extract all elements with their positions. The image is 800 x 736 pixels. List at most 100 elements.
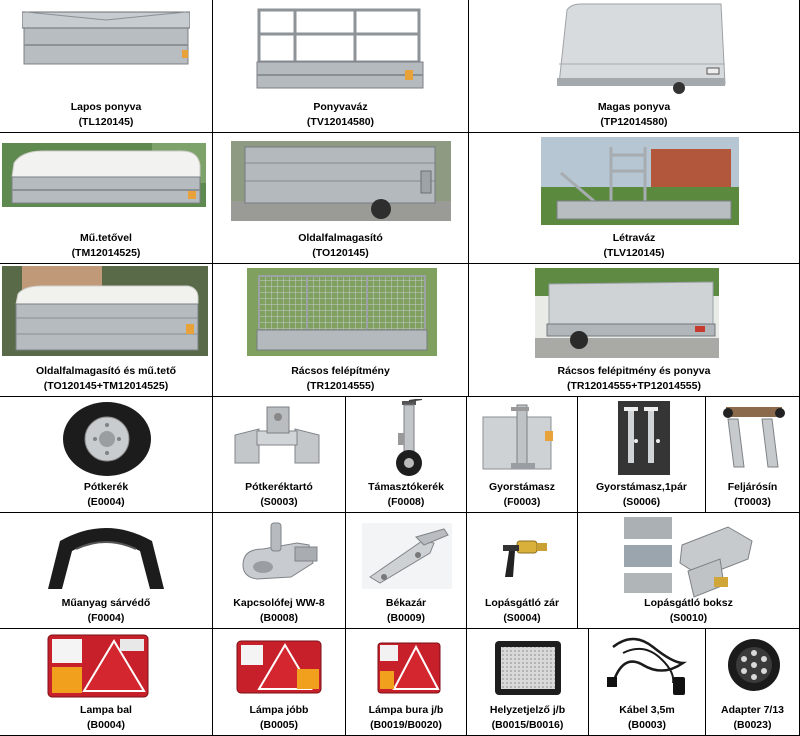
product-name: Magas ponyva: [597, 101, 671, 113]
product-code: (TR12014555): [306, 380, 375, 392]
flat-tarp-trailer-icon: [22, 6, 190, 68]
product-name: Feljárósín: [727, 481, 778, 493]
adapter-icon: [726, 635, 782, 695]
product-name: Kábel 3,5m: [619, 704, 675, 716]
product-name: Oldalfalmagasító és mű.tető: [35, 365, 177, 377]
product-code: (B0005): [260, 719, 298, 731]
product-cell-spare-wheel: Pótkerék (E0004): [0, 397, 213, 513]
jockey-wheel-icon: [384, 399, 432, 477]
product-cell-right-lamp: Lámpa jóbb (B0005): [213, 629, 346, 736]
product-cell-extension-lid: Oldalfalmagasító és mű.tető (TO120145+TM1…: [0, 264, 213, 397]
product-code: (TV12014580): [306, 116, 375, 128]
product-name: Adapter 7/13: [720, 704, 785, 716]
product-cell-cable: Kábel 3,5m (B0003): [589, 629, 706, 736]
cable-icon: [603, 633, 689, 699]
product-cell-flat-tarp: Lapos ponyva (TL120145): [0, 0, 213, 133]
product-code: (TL120145): [78, 116, 134, 128]
product-code: (B0009): [387, 612, 425, 624]
product-name: Lapos ponyva: [70, 101, 142, 113]
product-name: Lámpa jóbb: [249, 704, 309, 716]
anti-theft-box-icon: [624, 515, 754, 599]
product-cell-side-extension: Oldalfalmagasító (TO120145): [213, 133, 469, 264]
loading-ramp-icon: [718, 407, 788, 469]
ladder-rack-trailer-icon: [541, 137, 739, 225]
product-name: Mű.tetővel: [80, 232, 132, 244]
position-marker-icon: [493, 637, 563, 699]
tarp-frame-trailer-icon: [255, 4, 427, 92]
product-code: (B0015/B0016): [491, 719, 564, 731]
product-code: (B0019/B0020): [370, 719, 442, 731]
product-cell-plastic-mudguard: Műanyag sárvédő (F0004): [0, 513, 213, 629]
product-code: (TM12014525): [71, 247, 141, 259]
product-cell-adapter: Adapter 7/13 (B0023): [706, 629, 800, 736]
lamp-cover-icon: [376, 641, 442, 695]
product-cell-high-tarp: Magas ponyva (TP12014580): [469, 0, 800, 133]
product-name: Lámpa bura j/b: [368, 704, 444, 716]
side-extension-trailer-icon: [231, 141, 451, 221]
quick-support-icon: [481, 403, 563, 473]
product-name: Pótkerék: [83, 481, 129, 493]
product-name: Békazár: [385, 597, 427, 609]
anti-theft-lock-icon: [499, 537, 549, 579]
product-name: Helyzetjelző j/b: [489, 704, 566, 716]
product-code: (B0003): [628, 719, 666, 731]
product-code: (B0023): [733, 719, 772, 731]
spare-wheel-icon: [62, 401, 152, 477]
product-cell-ladder-rack: Létraváz (TLV120145): [469, 133, 800, 264]
product-cell-plastic-lid: Mű.tetővel (TM12014525): [0, 133, 213, 264]
product-name: Lampa bal: [80, 704, 132, 716]
product-name: Lopásgátló zár: [484, 597, 560, 609]
product-cell-lamp-cover: Lámpa bura j/b (B0019/B0020): [346, 629, 467, 736]
product-name: Oldalfalmagasító: [298, 232, 383, 244]
product-name: Gyorstámasz: [489, 481, 555, 493]
product-name: Rácsos felépítmény: [291, 365, 390, 377]
spare-wheel-holder-icon: [231, 405, 323, 467]
product-cell-position-marker: Helyzetjelző j/b (B0015/B0016): [467, 629, 589, 736]
product-code: (B0004): [87, 719, 125, 731]
product-cell-loading-ramp: Feljárósín (T0003): [706, 397, 800, 513]
coupling-head-icon: [237, 519, 323, 589]
product-name: Létraváz: [612, 232, 656, 244]
product-code: (TO120145): [312, 247, 369, 259]
product-cell-quick-support: Gyorstámasz(F0003): [467, 397, 578, 513]
product-code: (S0004): [503, 612, 541, 624]
plastic-mudguard-icon: [42, 519, 170, 593]
product-cell-anti-theft-box: Lopásgátló boksz(S0010): [578, 513, 800, 629]
product-name: Rácsos felépitmény és ponyva: [557, 365, 711, 377]
product-code: (T0003): [734, 496, 771, 508]
product-code: (F0004): [87, 612, 125, 624]
product-cell-left-lamp: Lampa bal (B0004): [0, 629, 213, 736]
product-cell-mesh-tarp: Rácsos felépitmény és ponyva (TR12014555+…: [469, 264, 800, 397]
product-cell-frog-latch: Békazár (B0009): [346, 513, 467, 629]
product-code: (TLV120145): [603, 247, 665, 259]
plastic-lid-trailer-icon: [2, 143, 206, 207]
product-name: Támasztókerék: [368, 481, 444, 493]
product-cell-mesh-cage: Rácsos felépítmény (TR12014555): [213, 264, 469, 397]
product-code: (F0008): [387, 496, 425, 508]
product-cell-jockey-wheel: Támasztókerék (F0008): [346, 397, 467, 513]
mesh-tarp-trailer-icon: [535, 268, 719, 358]
product-cell-coupling-head: Kapcsolófej WW-8 (B0008): [213, 513, 346, 629]
quick-support-pair-icon: [618, 401, 670, 475]
frog-latch-icon: [362, 523, 452, 589]
extension-lid-trailer-icon: [2, 266, 208, 356]
product-name: Lopásgátló boksz: [644, 597, 733, 609]
product-cell-tarp-frame: Ponyvaváz (TV12014580): [213, 0, 469, 133]
product-name: Pótkeréktartó: [245, 481, 313, 493]
left-lamp-icon: [46, 633, 150, 699]
right-lamp-icon: [235, 639, 323, 695]
product-code: (TP12014580): [600, 116, 668, 128]
product-name: Műanyag sárvédő: [61, 597, 151, 609]
product-cell-spare-wheel-holder: Pótkeréktartó(S0003): [213, 397, 346, 513]
product-code: (B0008): [260, 612, 298, 624]
product-name: Gyorstámasz,1pár: [595, 481, 688, 493]
product-cell-anti-theft-lock: Lopásgátló zár (S0004): [467, 513, 578, 629]
mesh-cage-trailer-icon: [247, 268, 437, 356]
product-name: Ponyvaváz: [313, 101, 368, 113]
product-cell-quick-support-pair: Gyorstámasz,1pár(S0006): [578, 397, 706, 513]
product-code: (TO120145+TM12014525): [43, 380, 169, 392]
product-code: (TR12014555+TP12014555): [567, 380, 701, 392]
high-tarp-trailer-icon: [551, 2, 727, 94]
product-code: (E0004): [87, 496, 125, 508]
product-name: Kapcsolófej WW-8: [233, 597, 325, 609]
